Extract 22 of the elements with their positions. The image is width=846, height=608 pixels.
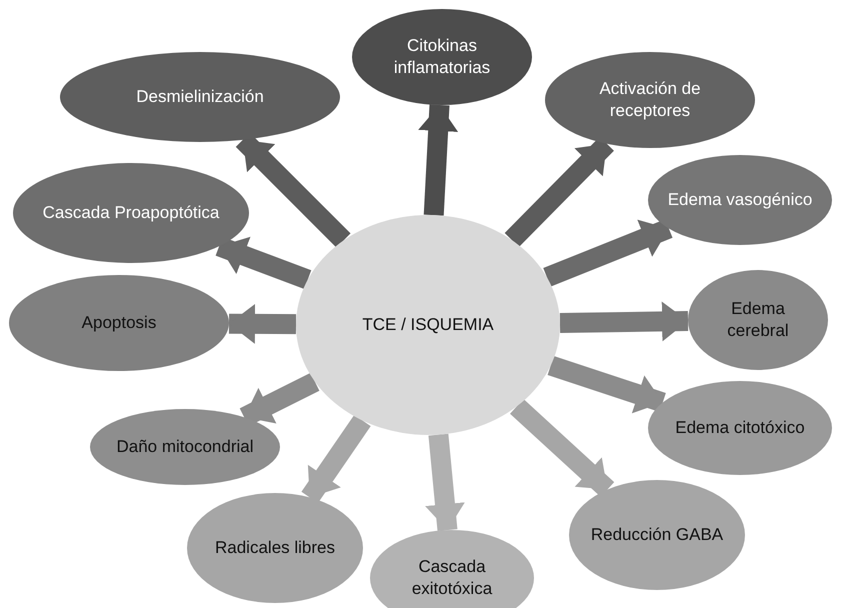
node-label: Edema cerebral <box>726 298 790 342</box>
node-label: Activación de receptores <box>598 78 702 122</box>
node-label: Edema vasogénico <box>668 188 812 211</box>
block-arrow <box>425 434 465 532</box>
block-arrow <box>418 104 458 216</box>
block-arrow <box>560 301 688 342</box>
block-arrow <box>543 219 673 287</box>
block-arrow <box>228 304 296 344</box>
node-label: Daño mitocondrial <box>116 436 254 458</box>
node-label: Desmielinización <box>136 86 264 108</box>
node-label: Apoptosis <box>82 312 156 334</box>
node-label: Cascada Proapoptótica <box>42 202 220 224</box>
block-arrow <box>240 372 320 426</box>
node-label: Radicales libres <box>215 536 335 559</box>
node-label: Cascada exitotóxica <box>410 556 494 600</box>
node-label: Edema citotóxico <box>675 416 805 439</box>
block-arrow <box>510 399 614 497</box>
node-label: Reducción GABA <box>590 524 724 546</box>
node-label: Citokinas inflamatorias <box>392 34 492 79</box>
node-label: TCE / ISQUEMIA <box>362 314 494 336</box>
block-arrow <box>301 414 371 504</box>
block-arrow <box>548 356 666 414</box>
